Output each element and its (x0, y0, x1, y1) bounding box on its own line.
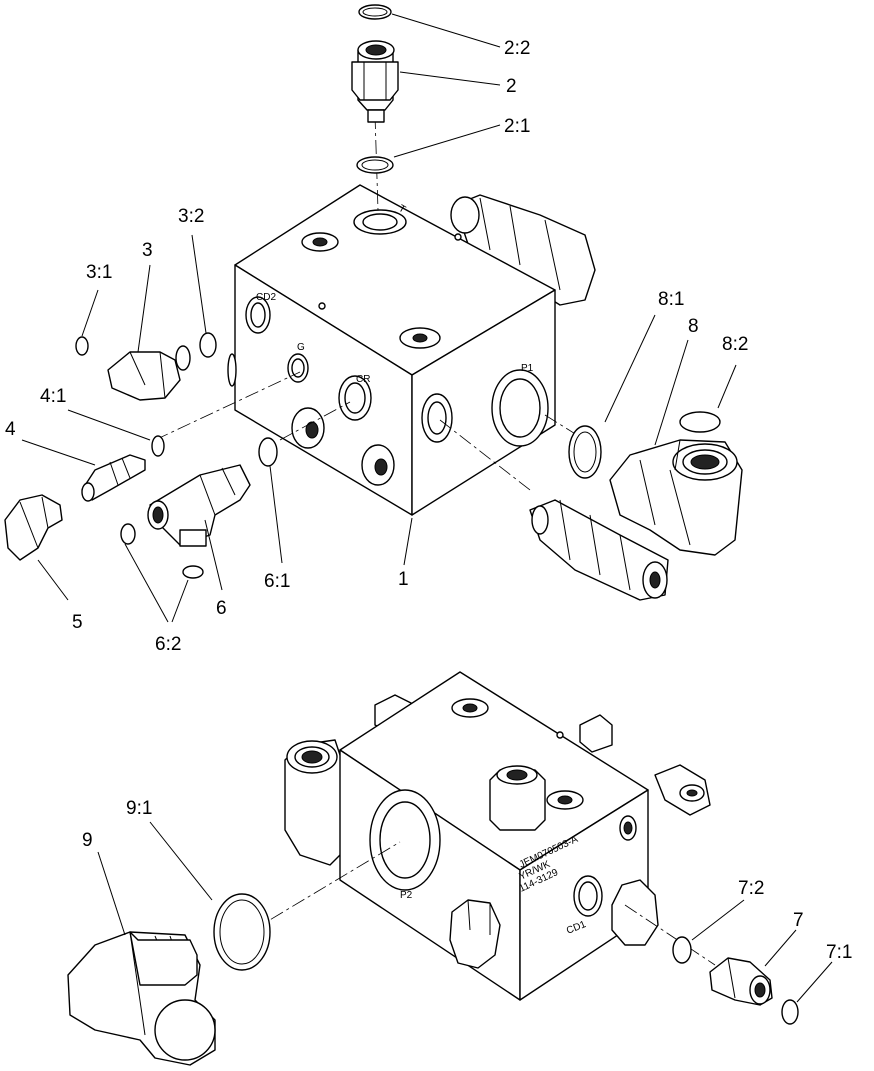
callout-3: 3 (142, 240, 153, 261)
port-label-t: T (397, 203, 408, 216)
valve-block-lower: P2 CD1 JEM070503-A YR/WK 114-3129 (339, 671, 659, 1001)
callout-8-2: 8:2 (722, 334, 748, 355)
callout-4-1: 4:1 (40, 386, 66, 407)
callout-3-1: 3:1 (86, 262, 112, 283)
callout-6-1: 6:1 (264, 571, 290, 592)
valve-block-1: T CD2 G CR P1 (227, 184, 556, 516)
callout-5: 5 (72, 612, 83, 633)
callout-9-1: 9:1 (126, 798, 152, 819)
lower-left-elbow (284, 739, 346, 866)
part-9-elbow (67, 893, 271, 1066)
cartridge-valve (529, 499, 669, 601)
part-8-elbow (568, 411, 743, 556)
upper-assembly: T CD2 G CR P1 (4, 4, 748, 655)
part-6-tee (120, 437, 278, 579)
port-label-p2: P2 (400, 890, 413, 901)
part-5-dust-cap (4, 494, 63, 561)
part-3-elbow (75, 332, 217, 401)
rear-elbow-fitting (450, 194, 596, 306)
callout-3-2: 3:2 (178, 206, 204, 227)
callout-6: 6 (216, 598, 227, 619)
callout-2-2: 2:2 (504, 38, 530, 59)
lower-rear-fittings (374, 694, 711, 816)
callout-2-1: 2:1 (504, 116, 530, 137)
callout-2: 2 (506, 76, 517, 97)
callout-7-1: 7:1 (826, 942, 852, 963)
lower-assembly: P2 CD1 JEM070503-A YR/WK 114-3129 (67, 671, 852, 1066)
port-label-p1: P1 (521, 363, 534, 374)
callout-4: 4 (5, 419, 16, 440)
port-label-g: G (297, 342, 305, 353)
port-label-cd2: CD2 (256, 292, 276, 303)
callout-7: 7 (793, 910, 804, 931)
part-2-adapter (351, 4, 399, 174)
callout-1: 1 (398, 569, 409, 590)
part-7-adapter (672, 936, 799, 1025)
part-4-test-port (81, 435, 165, 502)
port-label-cr: CR (356, 374, 370, 385)
callout-6-2: 6:2 (155, 634, 181, 655)
callout-7-2: 7:2 (738, 878, 764, 899)
callout-9: 9 (82, 830, 93, 851)
callout-8: 8 (688, 316, 699, 337)
callout-8-1: 8:1 (658, 289, 684, 310)
